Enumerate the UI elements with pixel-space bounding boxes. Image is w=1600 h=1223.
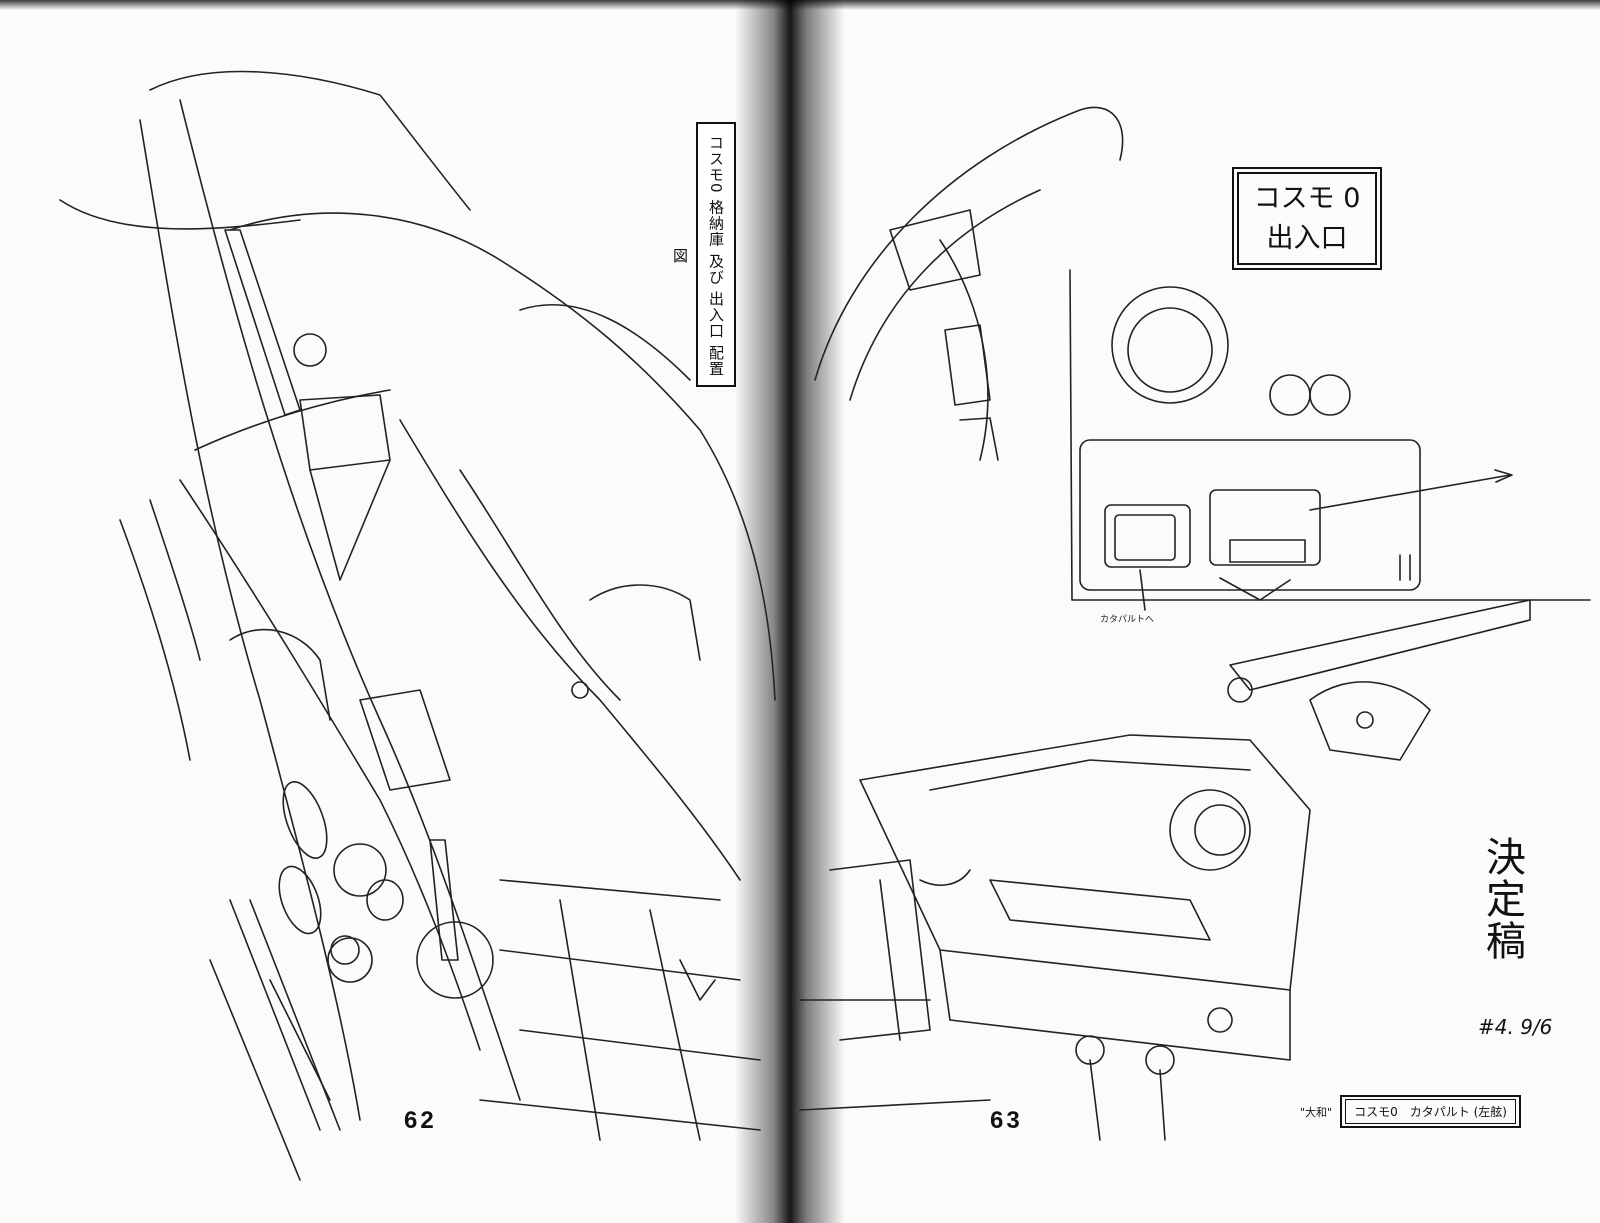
page-number-left: 62 (404, 1107, 437, 1134)
top-edge-shadow (0, 0, 1600, 10)
hangar-layout-label: コスモ0 格納庫 及び 出入口 配置図 (671, 134, 725, 377)
final-draft-date: #4. 9/6 (1478, 1015, 1553, 1039)
cosmo-zero-hangar-sketch (59, 70, 776, 1181)
right-page: コスモ 0 出入口 カタパルトへ 決定稿 #4. 9/6 "大和" コスモ0 カ… (790, 0, 1600, 1223)
caption-box: コスモ0 カタパルト (左舷) (1340, 1095, 1521, 1128)
cosmo-zero-catapult-sketch (799, 106, 1591, 1141)
catapult-caption: "大和" コスモ0 カタパルト (左舷) (1300, 1095, 1521, 1128)
final-draft-stamp: 決定稿 (1479, 836, 1525, 962)
title-line-1: コスモ 0 (1253, 182, 1361, 214)
left-page: コスモ0 格納庫 及び 出入口 配置図 62 (0, 0, 790, 1223)
page-number-right: 63 (990, 1107, 1023, 1134)
hangar-layout-label-box: コスモ0 格納庫 及び 出入口 配置図 (671, 122, 736, 387)
book-gutter-shadow (735, 0, 845, 1223)
catapult-direction-label: カタパルトへ (1100, 615, 1155, 625)
cosmo-zero-entrance-title: コスモ 0 出入口 (1232, 167, 1382, 270)
title-line-2: 出入口 (1266, 222, 1348, 254)
caption-prefix: "大和" (1300, 1105, 1333, 1119)
caption-text: コスモ0 カタパルト (左舷) (1345, 1099, 1516, 1124)
